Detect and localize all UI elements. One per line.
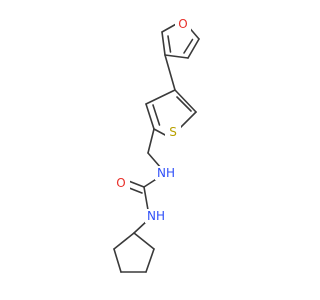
bond-furan-c3-c4 bbox=[164, 54, 189, 59]
bond-thio-c1-c2-inner bbox=[152, 104, 161, 126]
bond-cp-2-3 bbox=[145, 248, 155, 273]
molecule-structure: O S NH O NH bbox=[113, 17, 200, 273]
bond-furan-c4-c5-inner bbox=[183, 38, 194, 54]
atom-label-layer: O S NH O NH bbox=[114, 17, 191, 223]
bond-furan-c2-c3 bbox=[161, 31, 166, 56]
bond-thio-c1-c2 bbox=[145, 103, 155, 130]
thiophene-sulfur-label: S bbox=[169, 125, 177, 139]
bond-furan-thiophene bbox=[164, 54, 176, 91]
bond-layer bbox=[113, 22, 200, 273]
furan-oxygen-label: O bbox=[178, 17, 187, 31]
bond-c1-ch2 bbox=[147, 128, 155, 154]
amide-nh-upper-label: NH bbox=[157, 166, 175, 180]
bond-carbonyl-nh bbox=[143, 186, 149, 211]
bond-thio-c3-c4-inner bbox=[176, 96, 192, 112]
bond-cp-1-2 bbox=[133, 232, 155, 250]
bond-cp-4-5 bbox=[113, 248, 122, 273]
carbonyl-oxygen-label: O bbox=[116, 176, 125, 190]
bond-furan-c4-c5 bbox=[187, 38, 200, 59]
bond-thio-c3-c4 bbox=[174, 89, 197, 113]
bond-ch2-nh bbox=[147, 152, 162, 169]
bond-cp-5-1 bbox=[113, 232, 135, 250]
amide-nh-lower-label: NH bbox=[147, 209, 165, 223]
bond-thio-c4-s bbox=[179, 111, 197, 129]
bond-thio-c2-c3 bbox=[145, 89, 176, 105]
bond-thio-s-c1 bbox=[153, 128, 168, 137]
bond-furan-c2-c3-inner bbox=[167, 35, 172, 53]
